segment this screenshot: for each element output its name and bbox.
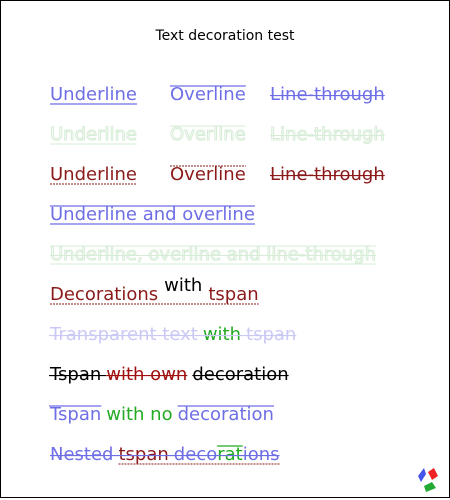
row2-overline-text: Overline [170,124,246,145]
row9-part2: with no [106,404,172,425]
row1-overline-text: Overline [170,84,246,105]
row7-part2: with [203,324,241,345]
row4-text: Underline and overline [50,204,255,225]
row10-part3: deco [174,444,217,465]
row10-part2: tspan [118,444,168,465]
svg-logo-icon [418,468,438,492]
row7-part3: tspan [246,324,296,345]
row6-part1: Decorations [50,284,158,305]
row8-part1: Tspan [49,364,101,385]
row1-underline-text: Underline [50,84,137,105]
row3-linethrough-text: Line-through [270,164,385,185]
row3-underline-text: Underline [50,164,137,185]
row2-linethrough-text: Line-through [270,124,385,145]
row8-part3: decoration [192,364,288,385]
row10-part1: Nested [50,444,113,465]
row7-part1: Transparent text [49,324,198,345]
row6-part3: tspan [208,284,258,305]
row6-part2: with [164,275,202,296]
row1-linethrough-text: Line-through [270,84,385,105]
row10-part5: ions [243,444,280,465]
row5-text: Underline, overline and line-through [50,244,376,265]
row6-line: Decorations with tspan [50,275,259,305]
row10-part4: rat [217,444,243,465]
row3-overline-text: Overline [170,164,246,185]
page-title: Text decoration test [154,28,295,44]
row9-part3: decoration [178,404,274,425]
row8-part2: with own [106,364,187,385]
row2-underline-text: Underline [50,124,137,145]
row9-part1: Tspan [49,404,101,425]
